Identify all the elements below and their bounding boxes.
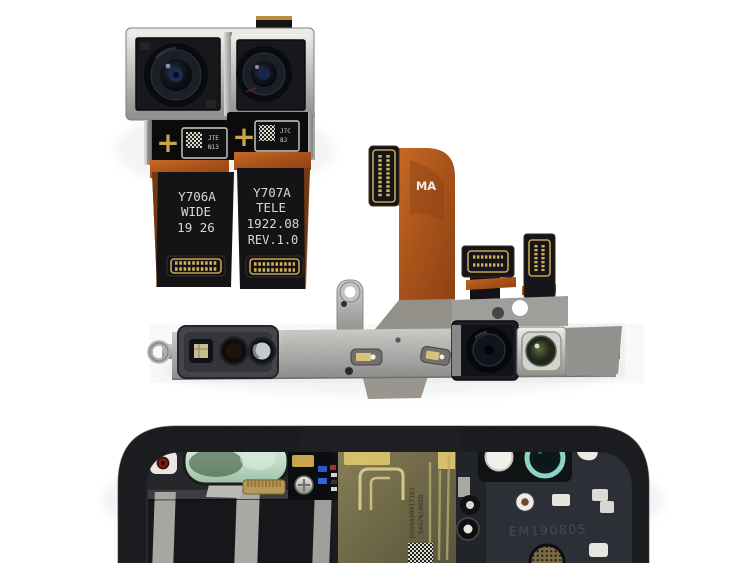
wide-serial-label: JTE N13 <box>181 127 228 159</box>
front-sensor-bracket <box>147 279 622 381</box>
wide-label-text: N13 <box>208 144 219 151</box>
wide-flex-cable: Y706A WIDE 19 26 <box>150 160 234 287</box>
thermal-stripe <box>152 492 176 563</box>
fiducial-plus-wide: + <box>156 126 179 159</box>
tele-flex-cable: Y707A TELE 1922.08 REV.1.0 <box>234 152 311 289</box>
tele-flex-line1: Y707A <box>253 185 291 200</box>
shield-serial-1: DG86A30017101 <box>408 487 416 538</box>
wide-flex-line2: WIDE <box>181 204 211 219</box>
ma-flex-marking: MA <box>416 179 436 193</box>
silver-tab <box>458 477 470 497</box>
bracket-screw-dot <box>345 367 353 375</box>
bracket-led-slot <box>350 348 383 366</box>
screw-grommet <box>456 517 480 541</box>
thermal-stripe <box>234 492 260 563</box>
red-component <box>330 465 336 470</box>
blue-component <box>318 466 327 472</box>
chassis-marking-text: EM190805 <box>509 521 588 539</box>
kapton-shading <box>410 160 444 222</box>
screw-grommet <box>460 495 480 515</box>
wide-flex-line1: Y706A <box>178 189 216 204</box>
qr-code <box>259 125 275 141</box>
ma-board-connector <box>368 145 400 207</box>
antenna-window-mint <box>182 452 290 486</box>
fiducial-plus-tele: + <box>232 120 255 153</box>
wide-flex-line3: 19 26 <box>177 220 215 235</box>
flash-and-camera-window <box>478 452 572 482</box>
bracket-top-plate <box>452 296 568 326</box>
thermal-stripe <box>312 492 332 563</box>
gold-pad <box>292 455 314 467</box>
tele-label-text: J7C <box>280 128 291 135</box>
shield-serial-2: 5A97N1002B <box>417 495 425 534</box>
tele-flex-line4: REV.1.0 <box>248 233 299 247</box>
tele-board-connector <box>245 255 304 278</box>
tele-serial-label: J7C 8J <box>254 120 300 152</box>
top-tab-gold-edge <box>256 16 292 20</box>
face-sensor-array <box>177 325 279 379</box>
tele-camera <box>231 34 311 116</box>
shield-qr-code <box>408 543 433 563</box>
wide-label-text: JTE <box>208 135 219 142</box>
emi-shield: DG86A30017101 5A97N1002B <box>338 452 456 563</box>
sensor-connector-left <box>461 245 516 304</box>
flash-diffuser <box>484 452 514 472</box>
plate-hole <box>512 300 528 316</box>
plate-dark-hole <box>492 307 504 319</box>
arm-hole <box>344 286 356 298</box>
lens-glint <box>165 63 171 69</box>
blue-component <box>318 478 327 484</box>
rear-camera-module: + + JTE N13 J7C 8J <box>125 16 315 165</box>
wide-camera <box>130 32 226 116</box>
speaker-mesh <box>528 543 566 563</box>
qr-code <box>186 132 202 148</box>
front-camera-silver <box>516 326 567 377</box>
phone-chassis: DG86A30017101 5A97N1002B <box>117 425 650 563</box>
adhesive-patches <box>514 452 614 557</box>
module-divider <box>224 32 232 116</box>
wide-board-connector <box>166 255 226 277</box>
sensor-pcb-cluster <box>288 452 354 500</box>
tele-flex-line2: TELE <box>256 200 286 215</box>
front-camera-black <box>451 320 519 381</box>
gold-ribbed-connector <box>242 479 286 495</box>
lens-glint <box>255 65 259 69</box>
bracket-led-slot <box>420 345 451 366</box>
camera-pcb-strips: + + JTE N13 J7C 8J <box>144 112 315 165</box>
tele-label-text: 8J <box>280 137 287 144</box>
tele-flex-line3: 1922.08 <box>247 216 300 231</box>
flex-over-frame <box>300 426 462 452</box>
